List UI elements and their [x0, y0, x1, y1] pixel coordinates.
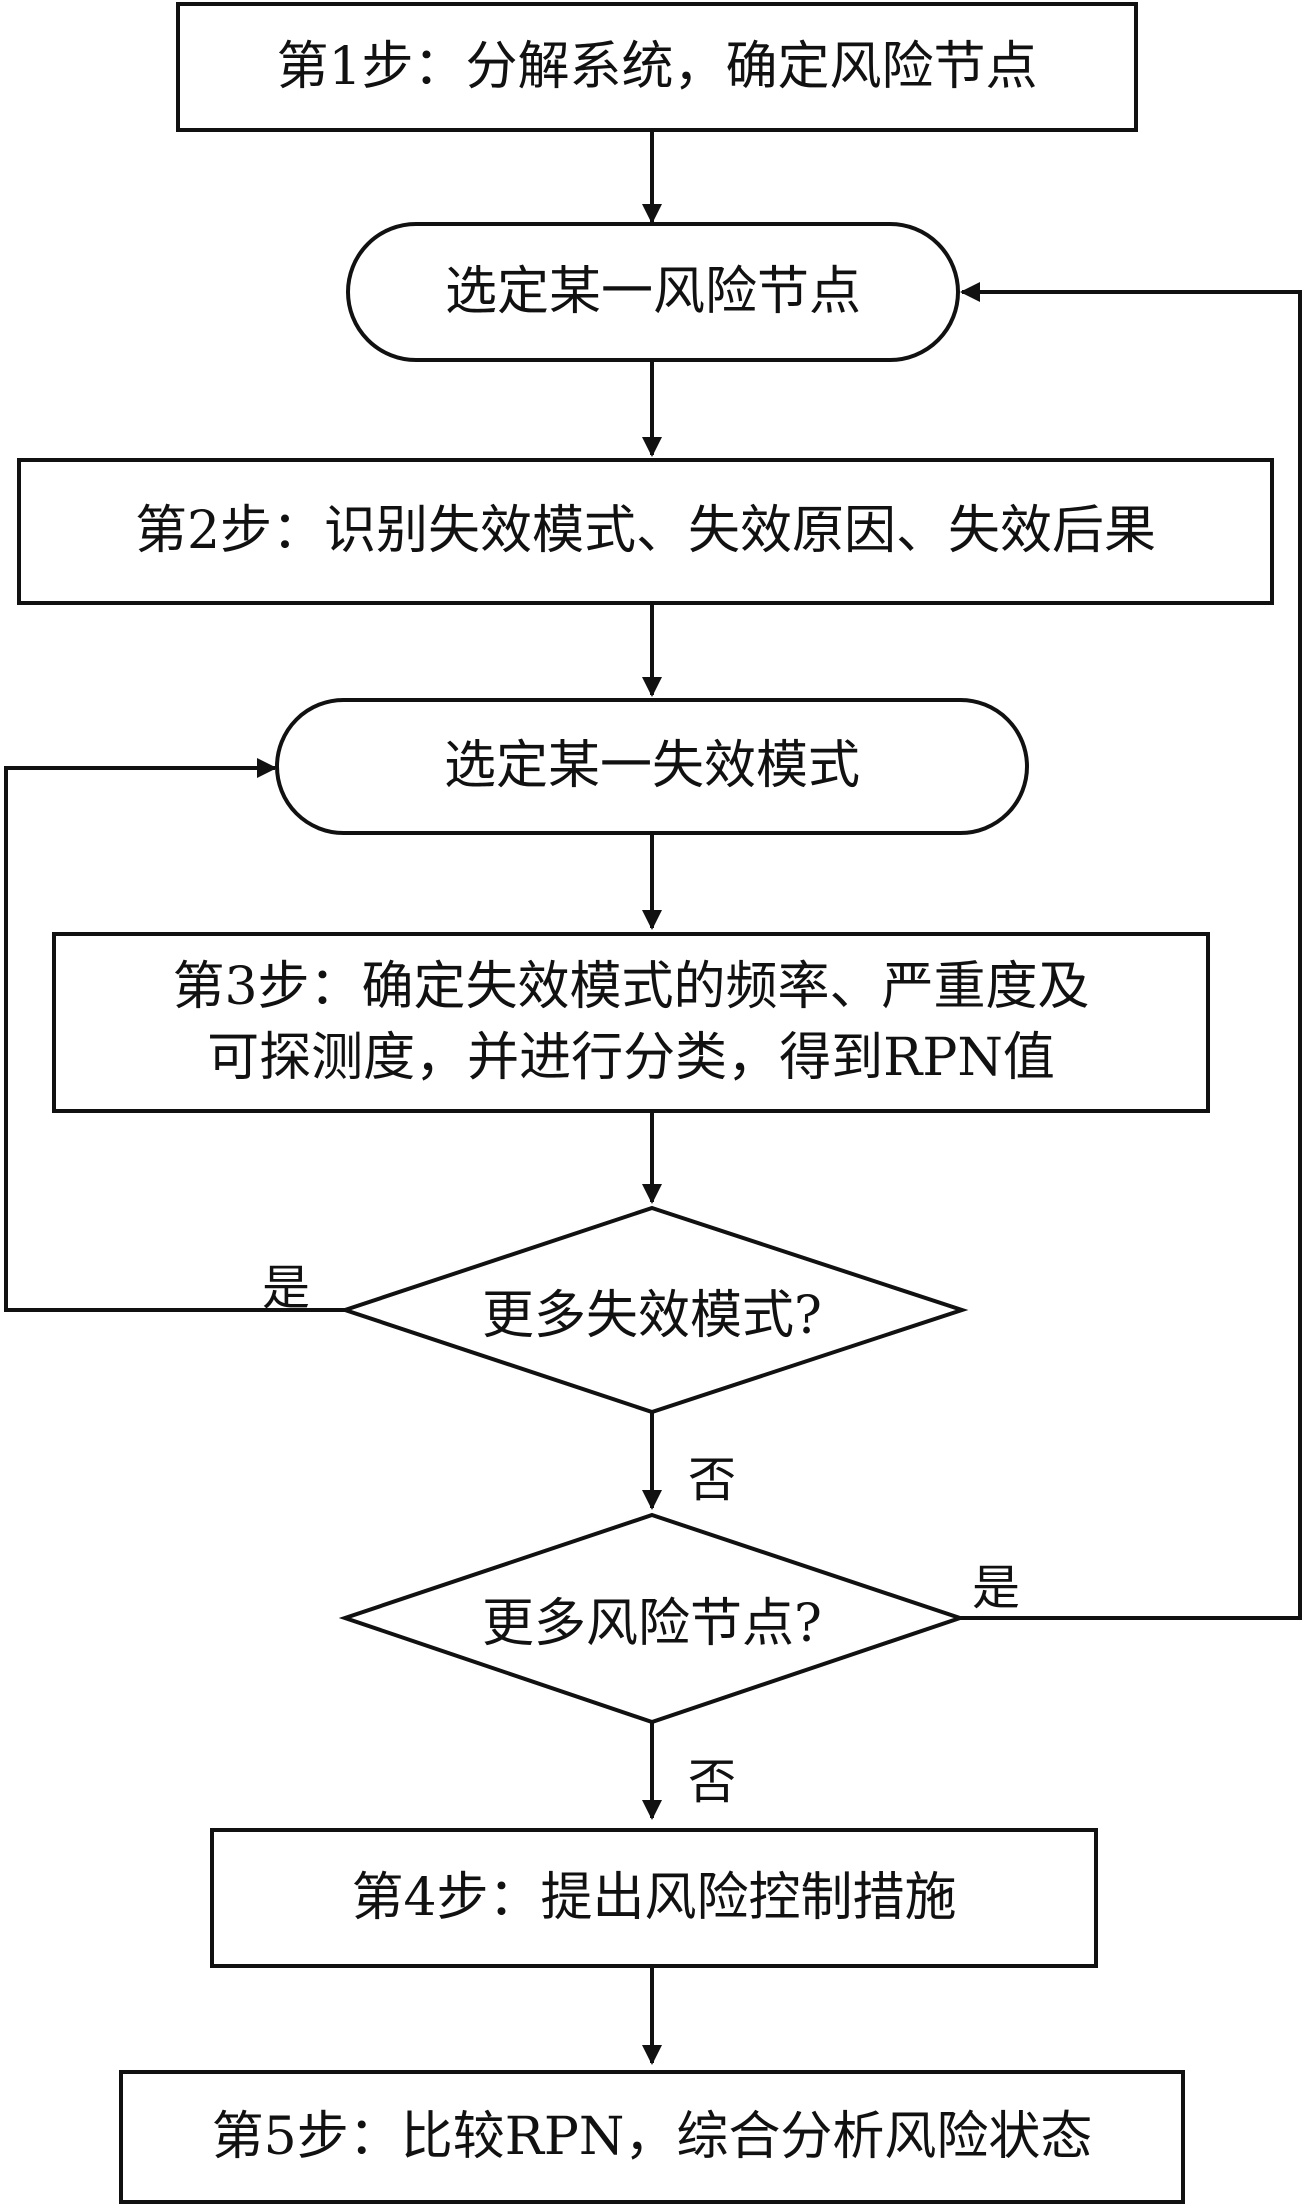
no-label-nodes: 否 — [688, 1754, 737, 1810]
step4-box: 第4步：提出风险控制措施 — [210, 1828, 1098, 1968]
decision-modes-text: 更多失效模式? — [482, 1285, 822, 1346]
decision-modes-shape — [338, 1205, 969, 1415]
loop-nodes-yes — [960, 282, 1302, 1620]
select-node-terminal: 选定某一风险节点 — [346, 222, 960, 362]
decision-nodes-label: 更多风险节点? — [420, 1578, 884, 1658]
no-label-modes: 否 — [688, 1452, 737, 1508]
decision-nodes-shape — [338, 1512, 967, 1725]
yes-label-modes: 是 — [262, 1260, 311, 1316]
step1-text: 第1步：分解系统，确定风险节点 — [276, 36, 1038, 97]
step4-text: 第4步：提出风险控制措施 — [351, 1867, 957, 1928]
select-node-text: 选定某一风险节点 — [444, 261, 861, 322]
loop-modes-yes — [4, 758, 345, 1312]
step5-text: 第5步：比较RPN，综合分析风险状态 — [211, 2106, 1093, 2167]
step3-text-line2: 可探测度，并进行分类，得到RPN值 — [207, 1027, 1055, 1088]
step2-text: 第2步：识别失效模式、失效原因、失效后果 — [134, 501, 1157, 562]
step3-text-line1: 第3步：确定失效模式的频率、严重度及 — [172, 957, 1090, 1018]
yes-label-nodes: 是 — [972, 1560, 1021, 1616]
step3-box: 第3步：确定失效模式的频率、严重度及 可探测度，并进行分类，得到RPN值 — [52, 932, 1210, 1113]
decision-nodes-text: 更多风险节点? — [482, 1593, 822, 1654]
step2-box: 第2步：识别失效模式、失效原因、失效后果 — [17, 458, 1274, 605]
decision-modes-label: 更多失效模式? — [420, 1270, 884, 1350]
step5-box: 第5步：比较RPN，综合分析风险状态 — [119, 2070, 1185, 2204]
select-mode-text: 选定某一失效模式 — [443, 736, 860, 797]
select-mode-terminal: 选定某一失效模式 — [275, 698, 1029, 835]
step1-box: 第1步：分解系统，确定风险节点 — [176, 2, 1138, 132]
